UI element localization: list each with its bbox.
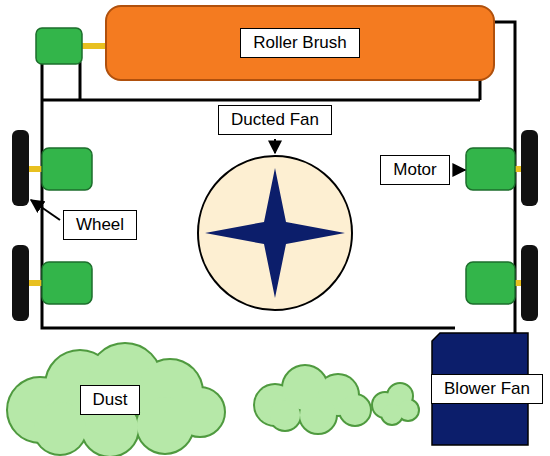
label-text: Roller Brush: [240, 28, 360, 58]
ducted-fan: [198, 156, 352, 310]
roller-brush: Roller Brush: [105, 5, 495, 81]
motor-shaft: [80, 43, 106, 49]
blower-fan: Blower Fan: [427, 333, 547, 445]
label-text: Wheel: [63, 210, 137, 240]
part-label: Ducted Fan: [218, 105, 332, 136]
brush-motor: [36, 28, 82, 64]
leader-lines: [31, 139, 465, 220]
wheels: [12, 130, 538, 321]
label-text: Blower Fan: [431, 374, 543, 404]
dust-clouds: [8, 344, 418, 456]
label-text: Motor: [380, 155, 449, 185]
part-label: Wheel: [63, 210, 138, 241]
label-text: Ducted Fan: [218, 105, 332, 135]
label-text: Dust: [80, 385, 141, 415]
part-label: Motor: [380, 155, 450, 186]
part-label: Dust: [80, 385, 141, 416]
fan-blades: [205, 168, 345, 298]
